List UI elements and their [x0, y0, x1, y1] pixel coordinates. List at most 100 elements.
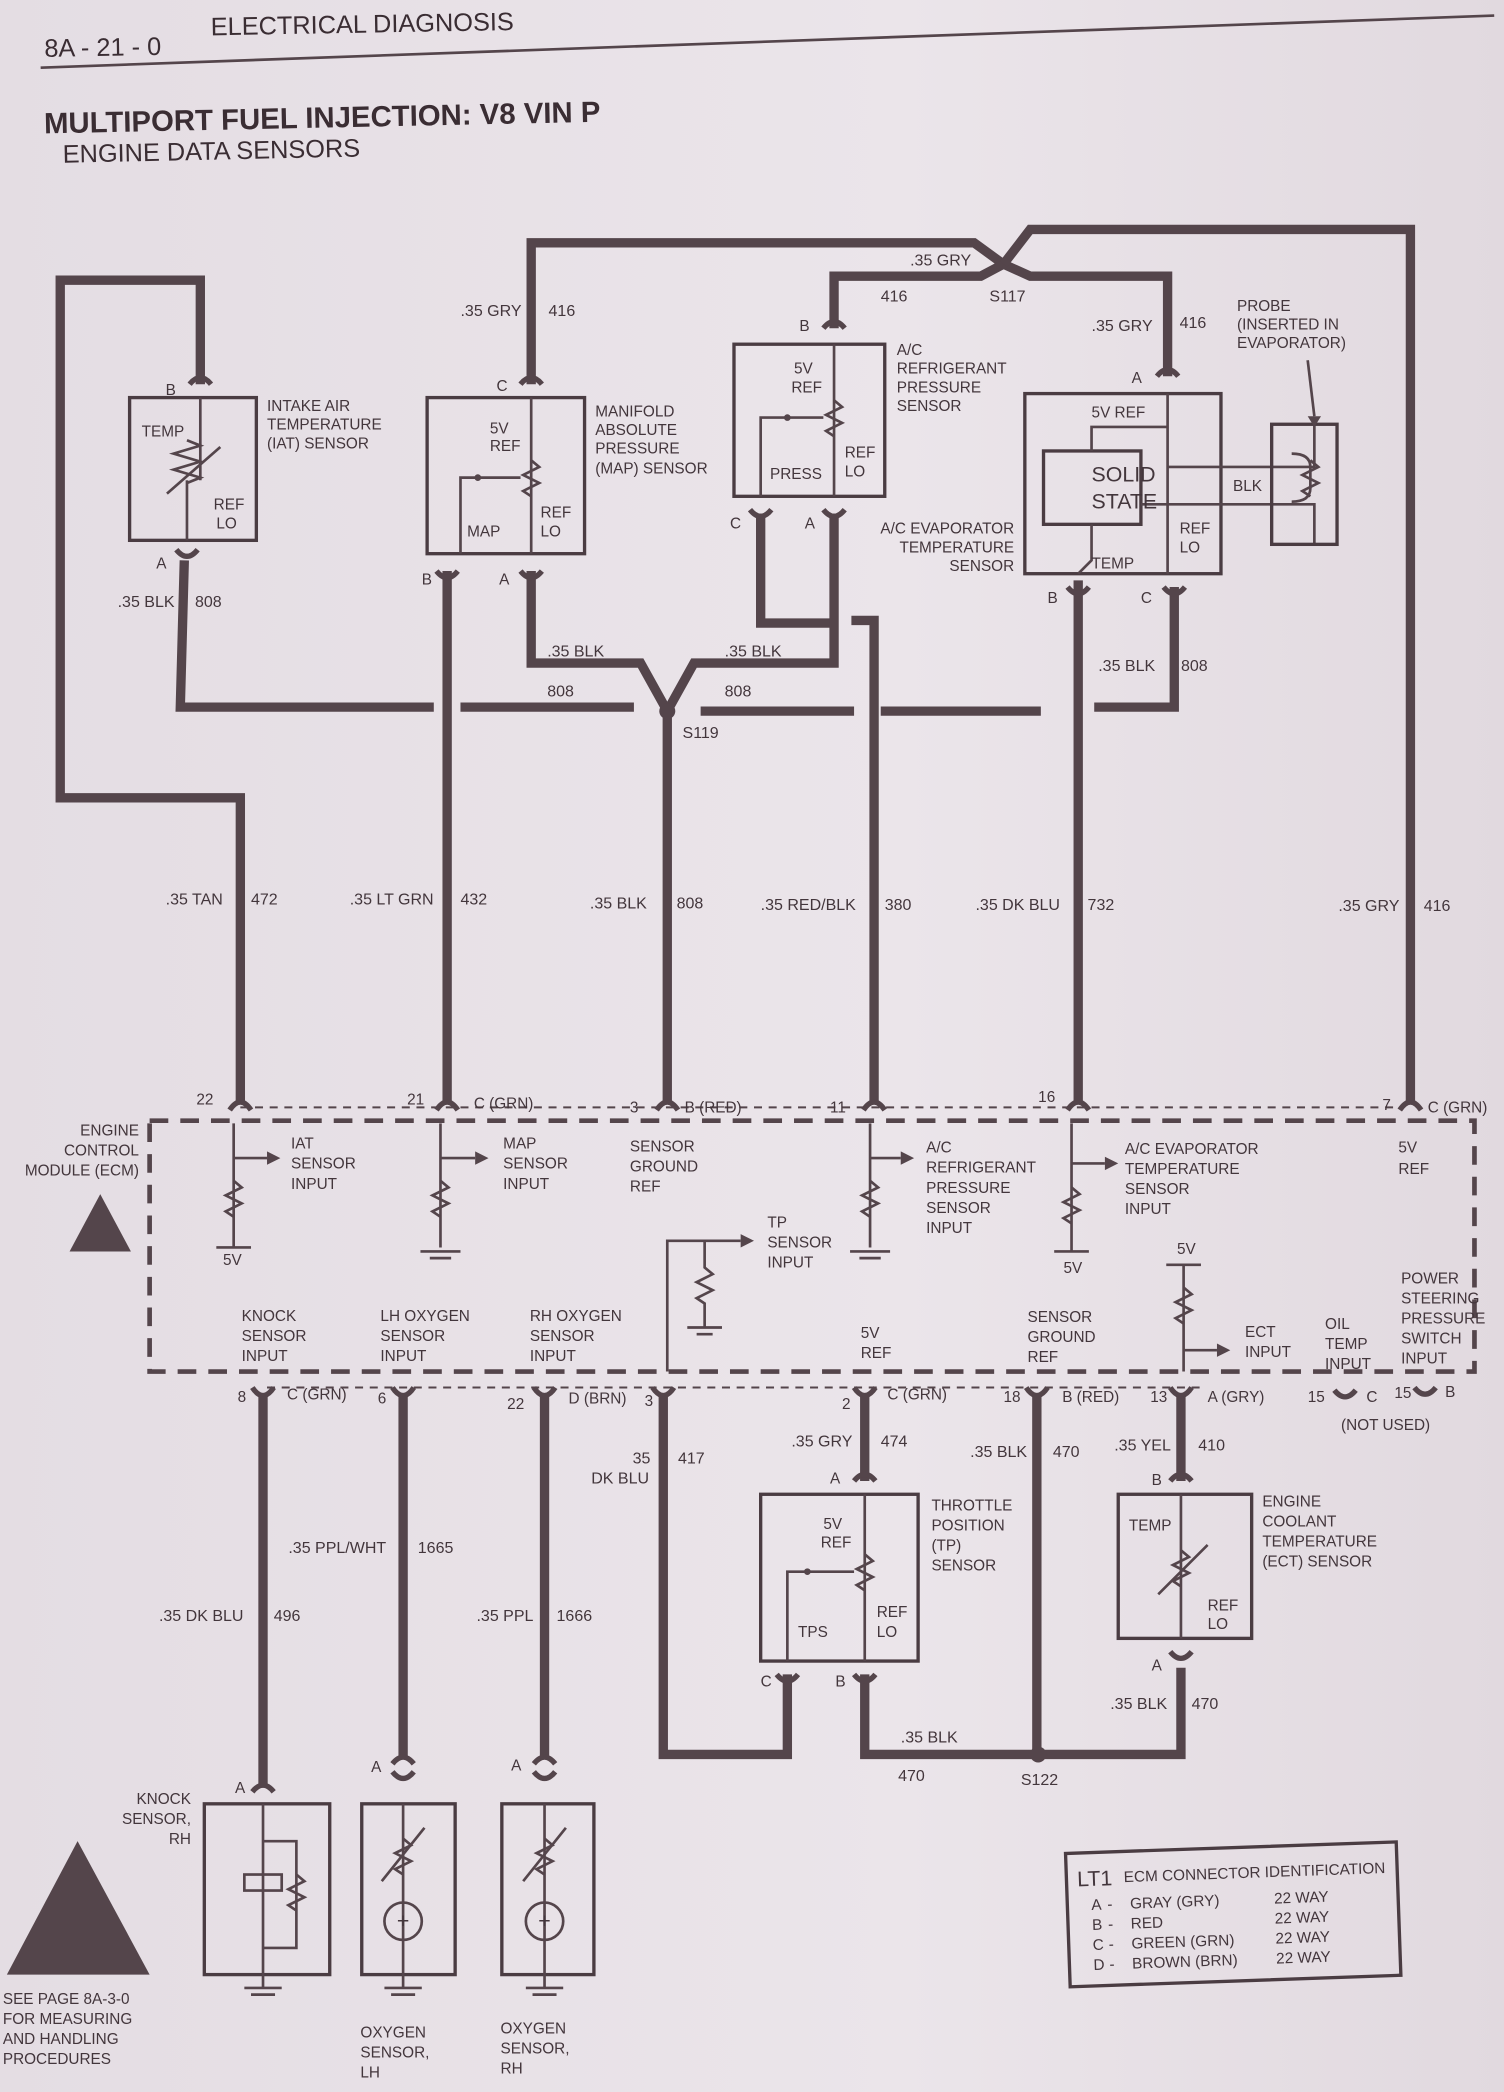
schematic-line — [383, 1901, 424, 1942]
ac-evaporator-sensor-box — [1023, 391, 1223, 576]
label: (IAT) SENSOR — [267, 435, 369, 452]
label: C — [1092, 1937, 1104, 1954]
schematic-line — [1140, 502, 1316, 545]
schematic-line — [821, 507, 847, 519]
thermistor-icon — [168, 439, 205, 485]
label: INPUT — [1401, 1351, 1448, 1368]
label: SENSOR — [931, 1557, 996, 1574]
wire-blk-808-map — [526, 571, 672, 714]
schematic-line — [1172, 1286, 1195, 1325]
label: TEMPERATURE — [899, 539, 1014, 556]
label: INPUT — [242, 1348, 289, 1365]
wire-label: .35 PPL/WHT — [288, 1540, 386, 1557]
wire-label: 416 — [1424, 898, 1451, 915]
schematic-line — [531, 1385, 558, 1399]
wire-label: .35 BLK — [1098, 658, 1155, 675]
label: IAT — [291, 1136, 314, 1153]
label: LO — [1180, 539, 1201, 556]
label: TPS — [798, 1624, 828, 1641]
label: A — [235, 1780, 246, 1797]
schematic-line — [1306, 360, 1316, 417]
label: PRESSURE — [595, 441, 679, 458]
ac-pressure-sensor-box — [732, 342, 887, 498]
label: OIL — [1325, 1316, 1350, 1333]
connector-model: LT1 — [1077, 1866, 1113, 1891]
map-sensor-box — [425, 395, 587, 556]
label: B — [1445, 1384, 1455, 1401]
schematic-line — [774, 1672, 801, 1684]
wire-acp-c — [756, 513, 831, 628]
wire-label: 1666 — [557, 1608, 593, 1625]
label: RED — [1130, 1914, 1163, 1932]
wire-gry-416 — [999, 224, 1416, 1103]
wire-label: .35 BLK — [547, 643, 604, 660]
o2-sensor-rh-box — [500, 1802, 596, 1977]
label: SENSOR, — [122, 1811, 191, 1828]
schematic-line — [1168, 1385, 1194, 1399]
label: CONTROL — [64, 1142, 139, 1159]
schematic-line — [900, 1151, 915, 1165]
label: COOLANT — [1262, 1513, 1337, 1530]
label: TEMP — [142, 423, 185, 440]
label: 22 WAY — [1274, 1889, 1329, 1908]
wire-label: 416 — [549, 303, 576, 320]
wire-blk-808-evap — [1094, 587, 1179, 712]
label: 5V REF — [1092, 405, 1146, 422]
schematic-line — [1157, 1544, 1209, 1596]
label: TEMP — [1129, 1517, 1172, 1534]
label: B — [1152, 1472, 1162, 1489]
label: D — [1093, 1957, 1105, 1974]
splice-s119 — [659, 703, 676, 720]
label: SWITCH — [1401, 1331, 1461, 1348]
schematic-line — [650, 1385, 677, 1399]
iat-sensor-box — [127, 395, 259, 543]
connector-id-box — [1063, 1840, 1403, 1989]
schematic-line — [1412, 1385, 1438, 1397]
label: 15 — [1308, 1389, 1325, 1406]
schematic-line — [859, 1179, 882, 1218]
evaporator-probe-box — [1269, 422, 1339, 547]
label: SENSOR, — [501, 2040, 570, 2057]
label: TP — [767, 1214, 787, 1231]
ecm-name: ENGINE — [80, 1122, 139, 1139]
schematic-line — [1065, 585, 1091, 597]
wire-label: .35 LT GRN — [350, 892, 434, 909]
schematic-line — [1104, 1156, 1119, 1171]
label: C (GRN) — [1428, 1100, 1488, 1117]
wire-blk-808-acp — [663, 513, 839, 714]
schematic-line — [187, 374, 214, 387]
wire-label: .35 GRY — [1092, 318, 1153, 335]
wire-label: 808 — [547, 683, 574, 700]
wire-label: .35 BLK — [1110, 1696, 1167, 1713]
label: INPUT — [767, 1254, 814, 1271]
label: INPUT — [926, 1220, 973, 1237]
label: C — [761, 1673, 772, 1690]
schematic-line — [267, 1151, 281, 1165]
schematic-line — [518, 569, 544, 581]
page-title: MULTIPORT FUEL INJECTION: V8 VIN P — [44, 96, 601, 141]
label: SENSOR, — [360, 2044, 429, 2061]
schematic-line — [1168, 1471, 1194, 1483]
schematic-line — [250, 1385, 276, 1399]
label: C (GRN) — [887, 1387, 947, 1404]
wire-label: .35 GRY — [1338, 898, 1399, 915]
header: 8A - 21 - 0 ELECTRICAL DIAGNOSIS — [40, 8, 1495, 69]
label: REF — [1208, 1597, 1239, 1614]
schematic-line — [474, 474, 482, 481]
label: REF — [1180, 521, 1211, 538]
label: REF — [1028, 1349, 1059, 1366]
label: ECT — [1245, 1324, 1276, 1341]
probe-label: PROBE — [1237, 298, 1291, 315]
label: TEMPERATURE — [1262, 1533, 1377, 1550]
map-sensor-name: MANIFOLD — [595, 403, 674, 420]
tp-sensor-box — [759, 1492, 920, 1663]
label: 3 — [630, 1100, 639, 1117]
label: (NOT USED) — [1341, 1417, 1430, 1434]
label: REF — [490, 438, 521, 455]
label: B (RED) — [1062, 1389, 1119, 1406]
knock-sensor-name: KNOCK — [136, 1791, 191, 1808]
label: PRESSURE — [926, 1180, 1010, 1197]
schematic-line — [804, 1568, 811, 1576]
